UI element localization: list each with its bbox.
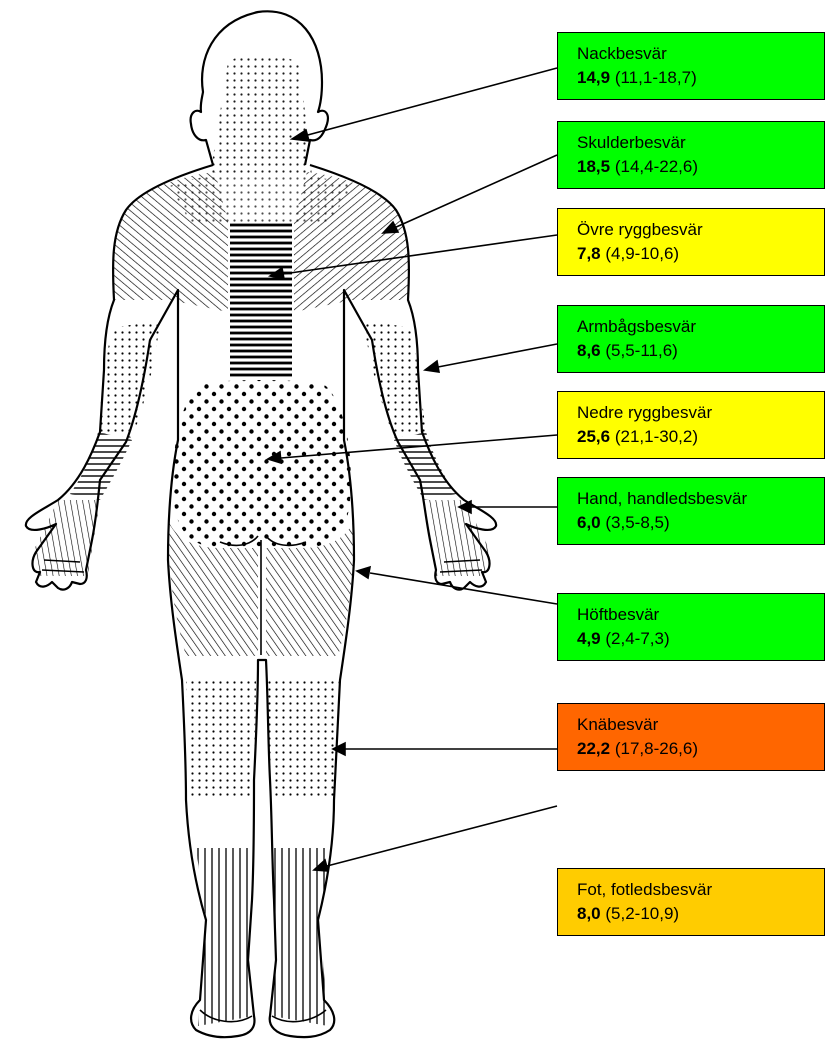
lower-back-dots [173,380,351,548]
label-value: 25,6 [577,427,610,446]
label-upper-back: Övre ryggbesvär 7,8 (4,9-10,6) [557,208,825,276]
label-value: 4,9 [577,629,601,648]
left-wrist-lines [70,432,132,500]
label-ci: (5,5-11,6) [605,341,677,360]
label-ci: (5,2-10,9) [605,904,679,923]
label-ci: (3,5-8,5) [605,513,669,532]
label-knee: Knäbesvär 22,2 (17,8-26,6) [557,703,825,771]
shoulder-hatch-right [294,172,409,312]
label-name: Hand, handledsbesvär [577,487,824,511]
right-ankle-lines [272,848,330,1026]
label-name: Skulderbesvär [577,131,824,155]
label-name: Knäbesvär [577,713,824,737]
upper-back-bars [230,222,292,378]
label-ci: (11,1-18,7) [615,68,697,87]
label-name: Nedre ryggbesvär [577,401,824,425]
right-knee-dots [268,680,340,800]
label-foot-ankle: Fot, fotledsbesvär 8,0 (5,2-10,9) [557,868,825,936]
label-value: 7,8 [577,244,601,263]
label-name: Övre ryggbesvär [577,218,824,242]
label-value: 6,0 [577,513,601,532]
label-name: Höftbesvär [577,603,824,627]
label-hand-wrist: Hand, handledsbesvär 6,0 (3,5-8,5) [557,477,825,545]
label-name: Fot, fotledsbesvär [577,878,824,902]
label-value: 8,0 [577,904,601,923]
label-value: 14,9 [577,68,610,87]
region-fills [34,54,490,1026]
label-ci: (4,9-10,6) [605,244,679,263]
label-name: Nackbesvär [577,42,824,66]
label-ci: (17,8-26,6) [615,739,698,758]
label-shoulder: Skulderbesvär 18,5 (14,4-22,6) [557,121,825,189]
label-neck: Nackbesvär 14,9 (11,1-18,7) [557,32,825,100]
label-ci: (2,4-7,3) [605,629,669,648]
label-hip: Höftbesvär 4,9 (2,4-7,3) [557,593,825,661]
left-knee-dots [186,680,256,800]
label-value: 22,2 [577,739,610,758]
right-wrist-lines [394,432,456,500]
label-value: 8,6 [577,341,601,360]
label-elbow: Armbågsbesvär 8,6 (5,5-11,6) [557,305,825,373]
label-ci: (14,4-22,6) [615,157,698,176]
label-value: 18,5 [577,157,610,176]
shoulder-hatch-left [113,172,228,312]
label-ci: (21,1-30,2) [615,427,698,446]
label-lower-back: Nedre ryggbesvär 25,6 (21,1-30,2) [557,391,825,459]
label-name: Armbågsbesvär [577,315,824,339]
